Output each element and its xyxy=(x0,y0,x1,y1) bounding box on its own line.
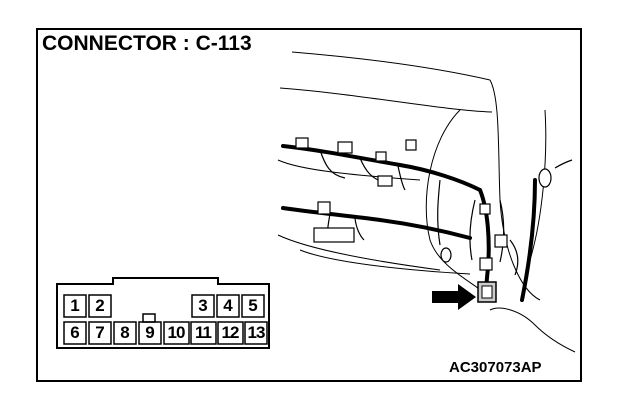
harness-connector xyxy=(479,257,493,271)
pin-label: 7 xyxy=(95,323,105,342)
pin-label: 12 xyxy=(221,323,240,342)
panel-line-3 xyxy=(299,249,471,275)
pin-label: 2 xyxy=(95,296,105,315)
arrow-right-icon xyxy=(432,284,476,310)
pin-label: 1 xyxy=(70,296,80,315)
grommet xyxy=(538,168,552,188)
pin-label: 11 xyxy=(195,323,212,342)
pin-label: 3 xyxy=(198,296,208,315)
figure-code: AC307073AP xyxy=(449,359,542,376)
pin-label: 13 xyxy=(247,323,266,342)
diagram-frame xyxy=(36,28,582,382)
target-connector-c113 xyxy=(477,281,497,303)
pin-label: 8 xyxy=(120,323,130,342)
harness-connector xyxy=(405,139,417,151)
diagram-title: CONNECTOR : C-113 xyxy=(42,32,252,55)
harness-connector xyxy=(317,201,331,215)
pin-label: 10 xyxy=(167,323,186,342)
door-edge xyxy=(529,109,547,261)
harness-connector xyxy=(375,151,387,162)
grommet xyxy=(440,247,452,263)
main-harness-upper xyxy=(281,144,482,192)
panel-line-2 xyxy=(277,234,441,271)
fender-curve xyxy=(489,79,541,301)
body-outline-curve-2 xyxy=(279,87,493,113)
harness-connector xyxy=(494,234,508,248)
main-harness-lower xyxy=(281,206,472,240)
side-harness xyxy=(520,178,537,302)
harness-connector xyxy=(479,203,491,215)
lower-body-line xyxy=(489,307,576,353)
harness-connector xyxy=(295,137,309,149)
connector-pin-grid xyxy=(63,294,268,345)
pin-label: 4 xyxy=(223,296,233,315)
pin-label: 9 xyxy=(145,323,155,342)
pin-label: 6 xyxy=(70,323,80,342)
harness-connector-block xyxy=(313,227,355,243)
harness-connector xyxy=(337,141,353,154)
dash-edge-curve xyxy=(425,109,493,301)
harness-connector xyxy=(377,175,393,187)
body-outline-curve-1 xyxy=(291,51,491,81)
connector-face-outline xyxy=(56,277,270,349)
pin-label: 5 xyxy=(248,296,258,315)
